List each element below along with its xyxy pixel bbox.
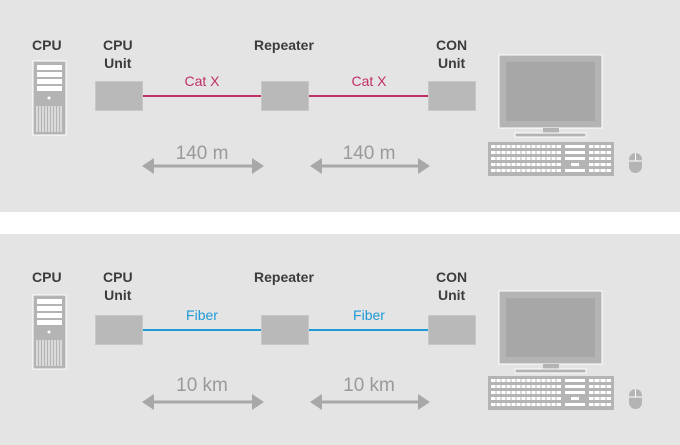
con-unit-label: CON Unit <box>436 268 467 304</box>
keyboard-icon <box>488 142 614 176</box>
cpu-unit-box <box>95 81 143 111</box>
fiber-diagram-art <box>32 290 642 410</box>
cpu-unit-label-line-2: Unit <box>104 55 132 71</box>
repeater-box <box>261 81 309 111</box>
cpu-unit-label: CPU Unit <box>103 36 133 72</box>
mouse-icon <box>629 153 642 173</box>
cat-x-diagram-panel: CPU CPU Unit Repeater CON Unit Cat X Cat… <box>0 0 680 212</box>
double-arrow-icon <box>142 158 264 174</box>
con-unit-label-line-1: CON <box>436 37 468 53</box>
cable-label-left: Fiber <box>186 307 218 323</box>
repeater-label: Repeater <box>254 269 314 285</box>
keyboard-icon <box>488 376 614 410</box>
repeater-box <box>261 315 309 345</box>
con-unit-box <box>428 315 476 345</box>
fiber-diagram-panel: CPU CPU Unit Repeater CON Unit Fiber Fib… <box>0 234 680 445</box>
con-unit-label-line-2: Unit <box>437 287 466 303</box>
repeater-label: Repeater <box>254 37 314 53</box>
cpu-label: CPU <box>32 37 62 53</box>
cat-x-cable-left <box>143 95 261 97</box>
pc-tower-icon <box>32 60 67 136</box>
pc-tower-icon <box>32 294 67 370</box>
cable-label-right: Cat X <box>351 73 387 89</box>
mouse-icon <box>629 389 642 409</box>
fiber-cable-left <box>143 329 261 331</box>
cpu-unit-label-line-2: Unit <box>104 287 132 303</box>
cpu-unit-label-line-1: CPU <box>103 37 133 53</box>
cable-label-left: Cat X <box>184 73 220 89</box>
con-unit-label-line-2: Unit <box>437 55 466 71</box>
con-unit-label: CON Unit <box>436 36 467 72</box>
cable-label-right: Fiber <box>353 307 385 323</box>
cat-x-diagram-art <box>32 54 642 176</box>
monitor-icon <box>498 54 603 138</box>
distance-label-right: 140 m <box>342 143 396 164</box>
double-arrow-icon <box>310 158 430 174</box>
cat-x-cable-right <box>309 95 428 97</box>
cpu-unit-box <box>95 315 143 345</box>
con-unit-label-line-1: CON <box>436 269 468 285</box>
distance-label-right: 10 km <box>343 375 395 396</box>
distance-label-left: 140 m <box>175 143 229 164</box>
cpu-label: CPU <box>32 269 62 285</box>
fiber-cable-right <box>309 329 428 331</box>
cpu-unit-label: CPU Unit <box>103 268 133 304</box>
distance-label-left: 10 km <box>176 375 228 396</box>
double-arrow-icon <box>310 394 430 410</box>
monitor-icon <box>498 290 603 374</box>
cpu-unit-label-line-1: CPU <box>103 269 133 285</box>
con-unit-box <box>428 81 476 111</box>
double-arrow-icon <box>142 394 264 410</box>
